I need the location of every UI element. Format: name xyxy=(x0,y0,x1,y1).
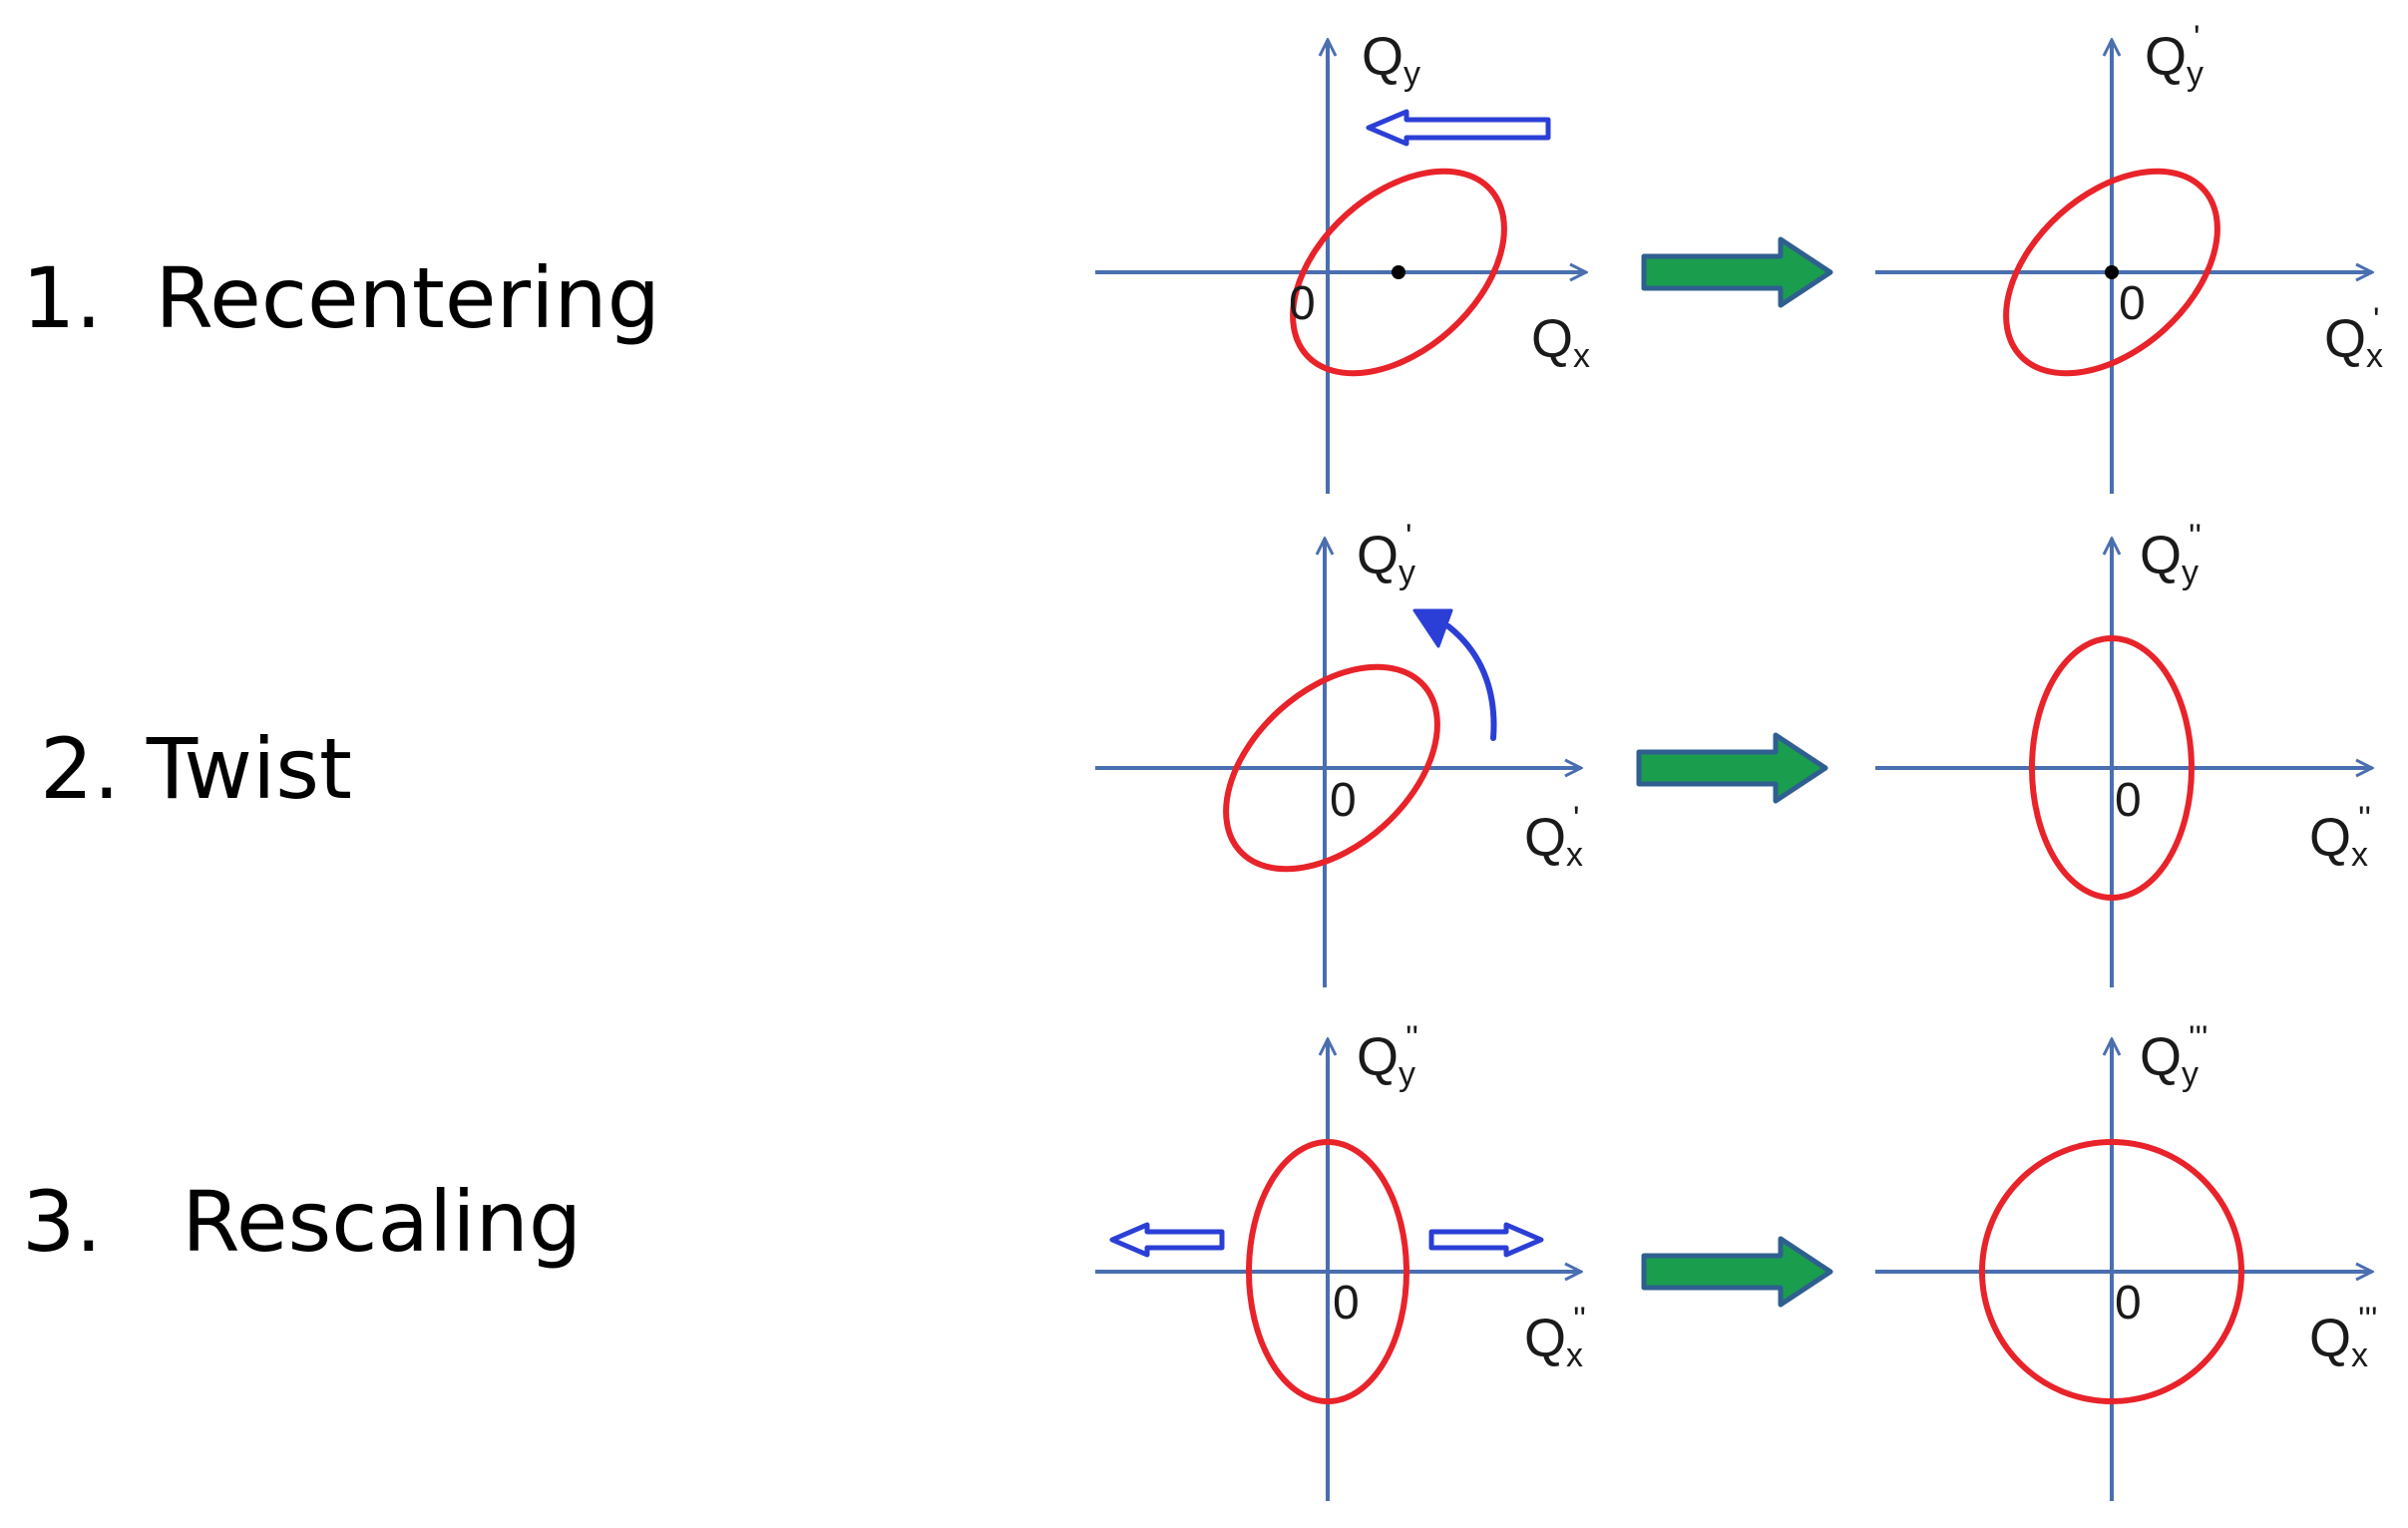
x-axis-label: Qx'' xyxy=(2309,800,2371,874)
red-ellipse xyxy=(2003,168,2220,377)
origin-label: 0 xyxy=(1330,774,1357,827)
shift-left-arrow-icon xyxy=(1366,109,1551,147)
origin-label: 0 xyxy=(2119,277,2146,330)
step-3-before-plot: 0 Qx'' Qy'' xyxy=(1095,1019,1586,1501)
center-dot xyxy=(2105,265,2119,279)
y-axis-label: Qy' xyxy=(1357,518,1415,591)
red-ellipse xyxy=(1223,663,1440,873)
origin-label: 0 xyxy=(2115,774,2142,827)
step-3-label: 3. Rescaling xyxy=(22,1173,583,1271)
step-2-after-plot: 0 Qx'' Qy'' xyxy=(1875,518,2372,987)
origin-label: 0 xyxy=(1289,277,1316,330)
x-axis-label: Qx'' xyxy=(1524,1301,1586,1374)
y-axis-label: Qy'' xyxy=(2140,518,2202,591)
step-1-after-plot: 0 Qx' Qy' xyxy=(1875,19,2383,494)
stretch-left-arrow-icon xyxy=(1109,1222,1225,1258)
stretch-right-arrow-icon xyxy=(1428,1222,1544,1258)
red-ellipse xyxy=(2029,635,2195,901)
step-2-label: 2. Twist xyxy=(40,720,352,818)
step-3-flow-arrow-icon xyxy=(1641,1236,1833,1308)
x-axis-label: Qx' xyxy=(1524,800,1583,874)
center-dot xyxy=(1392,265,1405,279)
step-3-after-plot: 0 Qx''' Qy''' xyxy=(1875,1019,2378,1501)
step-1-flow-arrow-icon xyxy=(1641,236,1833,308)
rotate-arrow-icon xyxy=(1412,608,1497,741)
x-axis-label: Qx' xyxy=(2324,301,2383,375)
step-2-before-plot: 0 Qx' Qy' xyxy=(1095,518,1583,987)
y-axis-label: Qy'' xyxy=(1357,1019,1418,1093)
origin-label: 0 xyxy=(2115,1277,2142,1330)
x-axis-label: Qx''' xyxy=(2309,1301,2378,1374)
x-axis-label: Qx xyxy=(1531,309,1590,375)
step-1-label: 1. Recentering xyxy=(22,249,660,347)
y-axis-label: Qy' xyxy=(2145,19,2204,93)
step-1-before-plot: 0 Qx Qy xyxy=(1095,27,1590,494)
red-circle xyxy=(1979,1139,2244,1404)
step-2-flow-arrow-icon xyxy=(1636,732,1828,804)
red-ellipse xyxy=(1246,1139,1409,1404)
y-axis-label: Qy''' xyxy=(2140,1019,2208,1093)
red-ellipse xyxy=(1290,168,1507,377)
origin-label: 0 xyxy=(1333,1277,1360,1330)
y-axis-label: Qy xyxy=(1362,27,1420,93)
